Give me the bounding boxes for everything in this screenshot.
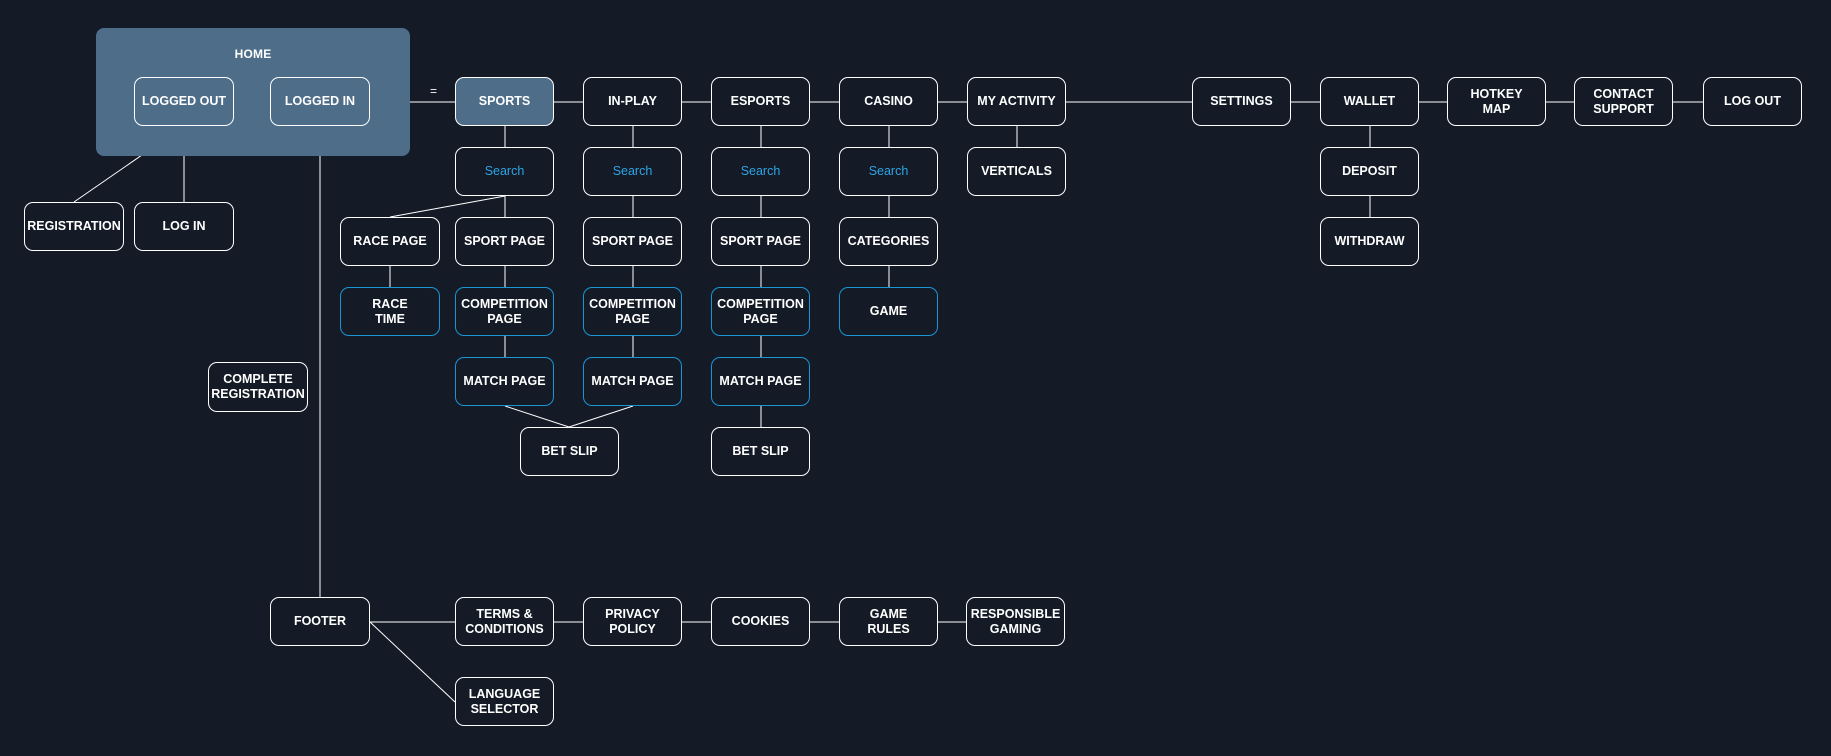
esports-bet-slip-node[interactable]: BET SLIP	[711, 427, 810, 476]
log-in-node[interactable]: LOG IN	[134, 202, 234, 251]
responsible-gaming-node[interactable]: RESPONSIBLE GAMING	[966, 597, 1065, 646]
casino-search-node[interactable]: Search	[839, 147, 938, 196]
terms-conditions-node[interactable]: TERMS & CONDITIONS	[455, 597, 554, 646]
equals-mark: =	[430, 84, 438, 98]
game-node[interactable]: GAME	[839, 287, 938, 336]
sports-competition-page-node[interactable]: COMPETITION PAGE	[455, 287, 554, 336]
casino-node[interactable]: CASINO	[839, 77, 938, 126]
wallet-node[interactable]: WALLET	[1320, 77, 1419, 126]
sports-search-node[interactable]: Search	[455, 147, 554, 196]
connector-line	[504, 405, 570, 428]
contact-support-node[interactable]: CONTACT SUPPORT	[1574, 77, 1673, 126]
settings-node[interactable]: SETTINGS	[1192, 77, 1291, 126]
game-rules-node[interactable]: GAME RULES	[839, 597, 938, 646]
in-play-search-node[interactable]: Search	[583, 147, 682, 196]
connector-line	[369, 621, 456, 703]
home-title: HOME	[234, 47, 272, 61]
complete-registration-node[interactable]: COMPLETE REGISTRATION	[208, 362, 308, 412]
sports-sport-page-node[interactable]: SPORT PAGE	[455, 217, 554, 266]
hotkey-map-node[interactable]: HOTKEY MAP	[1447, 77, 1546, 126]
esports-search-node[interactable]: Search	[711, 147, 810, 196]
logged-in-node[interactable]: LOGGED IN	[270, 77, 370, 126]
bet-slip-node[interactable]: BET SLIP	[520, 427, 619, 476]
sports-node[interactable]: SPORTS	[455, 77, 554, 126]
categories-node[interactable]: CATEGORIES	[839, 217, 938, 266]
language-selector-node[interactable]: LANGUAGE SELECTOR	[455, 677, 554, 726]
logged-out-node[interactable]: LOGGED OUT	[134, 77, 234, 126]
withdraw-node[interactable]: WITHDRAW	[1320, 217, 1419, 266]
race-time-node[interactable]: RACE TIME	[340, 287, 440, 336]
verticals-node[interactable]: VERTICALS	[967, 147, 1066, 196]
privacy-policy-node[interactable]: PRIVACY POLICY	[583, 597, 682, 646]
esports-node[interactable]: ESPORTS	[711, 77, 810, 126]
esports-match-page-node[interactable]: MATCH PAGE	[711, 357, 810, 406]
deposit-node[interactable]: DEPOSIT	[1320, 147, 1419, 196]
esports-competition-page-node[interactable]: COMPETITION PAGE	[711, 287, 810, 336]
in-play-node[interactable]: IN-PLAY	[583, 77, 682, 126]
my-activity-node[interactable]: MY ACTIVITY	[967, 77, 1066, 126]
race-page-node[interactable]: RACE PAGE	[340, 217, 440, 266]
connector-line	[568, 405, 634, 428]
registration-node[interactable]: REGISTRATION	[24, 202, 124, 251]
sports-match-page-node[interactable]: MATCH PAGE	[455, 357, 554, 406]
in-play-competition-page-node[interactable]: COMPETITION PAGE	[583, 287, 682, 336]
in-play-match-page-node[interactable]: MATCH PAGE	[583, 357, 682, 406]
esports-sport-page-node[interactable]: SPORT PAGE	[711, 217, 810, 266]
log-out-node[interactable]: LOG OUT	[1703, 77, 1802, 126]
connector-line	[389, 195, 506, 218]
in-play-sport-page-node[interactable]: SPORT PAGE	[583, 217, 682, 266]
cookies-node[interactable]: COOKIES	[711, 597, 810, 646]
footer-node[interactable]: FOOTER	[270, 597, 370, 646]
